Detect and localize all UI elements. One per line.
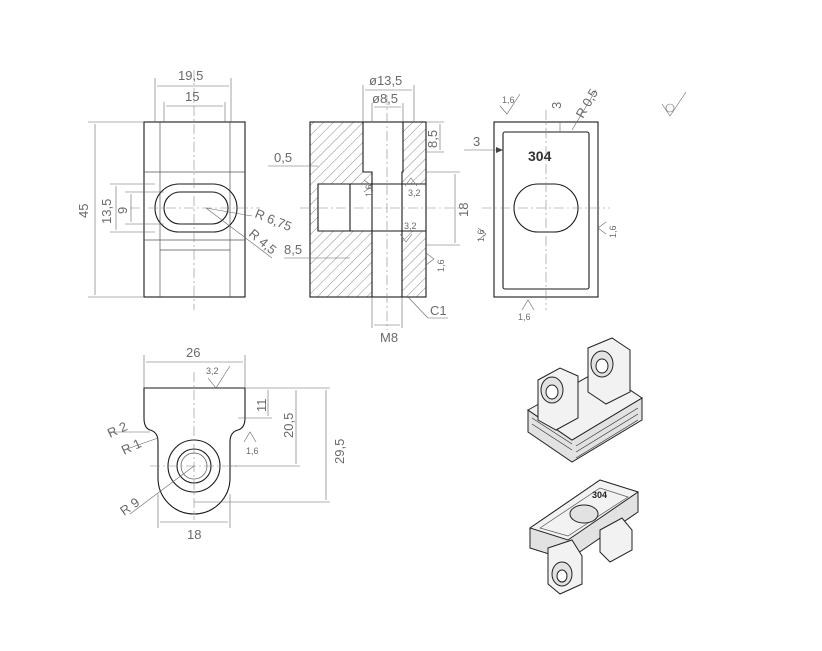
isometric-view-top [527,337,643,463]
bottom-width-dim: 26 [186,345,200,360]
front-radius-inner: R 4,5 [246,226,279,257]
front-view: 19,5 15 45 13,5 9 R 6,75 R 4,5 [76,68,294,310]
side-roughness-left: 1,6 [476,229,486,242]
bottom-base-dim: 18 [187,527,201,542]
front-slot-inner-dim: 9 [115,207,130,214]
side-roughness-bottom: 1,6 [518,312,531,322]
bottom-r9-dim: R 9 [117,495,142,519]
side-part-mark: 304 [528,148,552,164]
side-radius-dim: R 0,5 [573,86,602,120]
section-pocket-dim: 18 [456,203,471,217]
section-bore-dim: ø8,5 [372,91,398,106]
iso-part-mark: 304 [592,490,607,500]
section-view: ø13,5 ø8,5 8,5 0,5 18 1,6 3,2 3,2 1,6 8,… [268,73,471,345]
section-depth-dim: 8,5 [425,130,440,148]
section-chamfer-dim: C1 [430,303,447,318]
bottom-h11-dim: 11 [254,399,269,413]
bottom-h20-dim: 20,5 [281,413,296,438]
side-roughness-top: 1,6 [502,95,515,105]
section-roughness-c: 3,2 [404,221,417,231]
bottom-view: 26 3,2 R 2 R 1 11 20,5 29,5 1,6 R 9 18 [105,345,347,542]
side-roughness-right: 1,6 [608,225,618,238]
section-thread-dim: M8 [380,330,398,345]
side-step-dim: 3 [549,102,564,109]
bottom-r2-dim: R 2 [105,419,130,441]
section-pocket-depth-dim: 8,5 [284,242,302,257]
bottom-roughness-top: 3,2 [206,366,219,376]
section-counterbore-dim: ø13,5 [369,73,402,88]
general-roughness-symbol [661,91,687,117]
front-height-dim: 45 [76,204,91,218]
isometric-view-bottom: 304 [528,479,640,595]
bottom-r1-dim: R 1 [119,436,144,458]
side-view: 1,6 3 R 0,5 3 304 1,6 1,6 1,6 [464,86,687,322]
side-inset-dim: 3 [473,134,480,149]
front-width-dim: 19,5 [178,68,203,83]
section-roughness-b: 3,2 [408,188,421,198]
section-roughness-d: 1,6 [436,259,446,272]
bottom-roughness: 1,6 [246,446,259,456]
bottom-h29-dim: 29,5 [332,439,347,464]
front-slot-dim: 13,5 [99,199,114,224]
section-offset-dim: 0,5 [274,150,292,165]
front-inner-dim: 15 [185,89,199,104]
section-roughness-a: 1,6 [364,184,374,197]
